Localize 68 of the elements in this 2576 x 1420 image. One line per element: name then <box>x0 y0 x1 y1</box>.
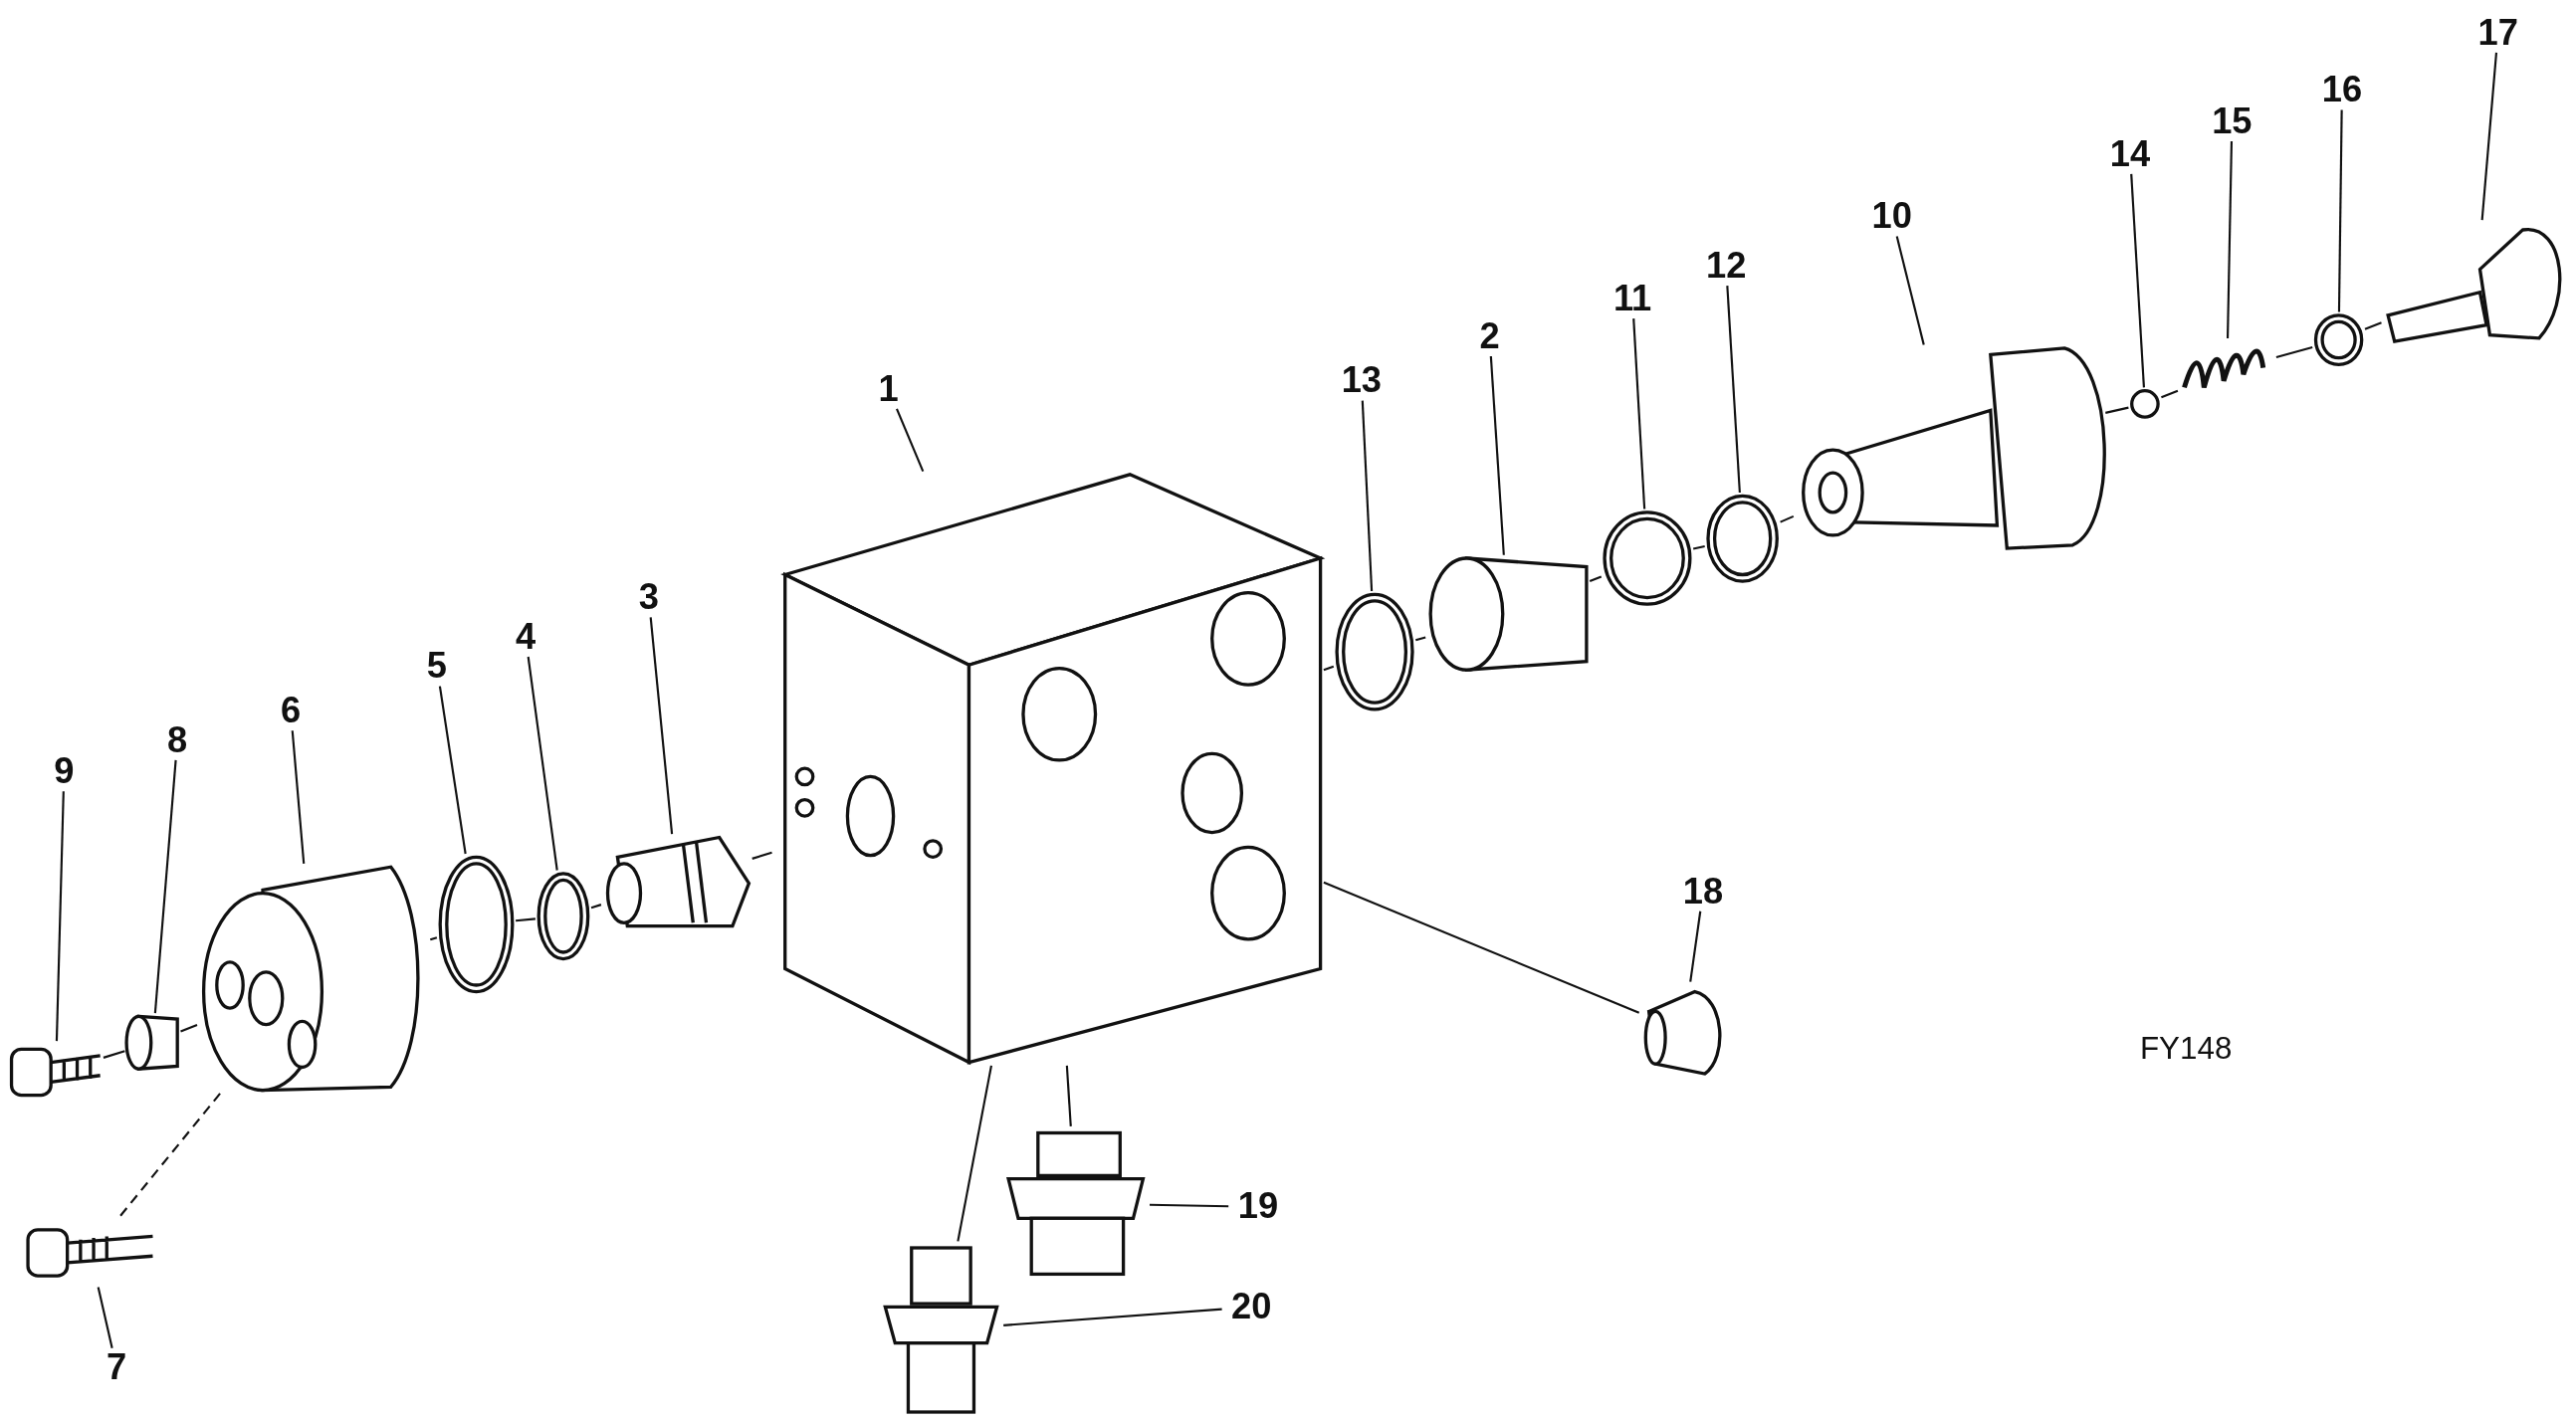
center-line <box>2364 321 2382 330</box>
center-line <box>1323 665 1335 672</box>
callout-number: 6 <box>261 691 321 731</box>
callout-number: 19 <box>1228 1186 1288 1227</box>
leader-line <box>1632 318 1646 509</box>
callout-number: 18 <box>1673 872 1733 912</box>
callout-number: 3 <box>619 577 679 618</box>
washer-drawing <box>2312 311 2365 368</box>
callout-number: 5 <box>407 647 467 687</box>
leader-line <box>895 408 925 472</box>
ball-drawing <box>2128 387 2162 421</box>
leader-line <box>291 730 306 864</box>
bushing-drawing <box>124 1013 181 1073</box>
leader-line <box>1003 1308 1222 1326</box>
leader-line <box>438 686 467 855</box>
center-line <box>103 1050 125 1059</box>
center-line <box>2275 345 2313 359</box>
callout-number: 4 <box>496 617 555 657</box>
drawing-number: FY148 <box>2139 1031 2233 1068</box>
leader-line <box>1895 236 1925 345</box>
leader-line <box>2480 52 2498 221</box>
center-line <box>1780 514 1795 523</box>
leader-line <box>97 1287 113 1348</box>
leader-line <box>1361 400 1374 592</box>
callout-number: 7 <box>87 1347 146 1388</box>
leader-line <box>2130 173 2145 388</box>
leader-line <box>1689 911 1702 982</box>
leader-line <box>1489 356 1505 555</box>
center-line <box>2161 389 2179 399</box>
callout-number: 17 <box>2468 13 2528 53</box>
center-line <box>590 904 602 910</box>
callout-number: 14 <box>2100 134 2160 174</box>
callout-number: 10 <box>1862 197 1922 237</box>
leader-line <box>1150 1203 1229 1208</box>
callout-number: 15 <box>2202 101 2262 141</box>
center-line <box>2105 406 2129 414</box>
leader-line <box>649 617 674 835</box>
center-line <box>117 1093 221 1219</box>
center-line <box>1415 636 1426 642</box>
leader-line <box>1726 286 1741 494</box>
seal-ring-drawing <box>1601 508 1694 608</box>
seal-ring-drawing <box>535 870 591 962</box>
center-line <box>1065 1065 1072 1126</box>
center-line <box>751 851 772 860</box>
callout-number: 12 <box>1696 246 1756 287</box>
center-line <box>957 1065 992 1242</box>
callout-number: 13 <box>1332 361 1392 401</box>
callout-number: 20 <box>1221 1287 1281 1327</box>
callout-number: 16 <box>2312 70 2372 110</box>
seal-ring-drawing <box>436 854 517 995</box>
callout-number: 8 <box>147 720 207 760</box>
center-line <box>429 936 438 941</box>
leader-line <box>2337 109 2343 312</box>
leader-line <box>55 791 65 1042</box>
callout-number: 11 <box>1603 279 1662 319</box>
center-line <box>180 1024 198 1033</box>
center-line <box>516 917 536 922</box>
center-line <box>1692 545 1705 550</box>
leader-line <box>2227 140 2234 338</box>
leader-line <box>153 759 177 1014</box>
center-line <box>1589 575 1603 583</box>
callout-number: 2 <box>1459 316 1520 357</box>
callout-number: 9 <box>34 751 95 792</box>
leader-line <box>527 656 558 871</box>
center-line <box>1323 881 1640 1014</box>
callout-number: 1 <box>858 369 919 409</box>
seal-ring-drawing <box>1704 493 1781 585</box>
seal-ring-drawing <box>1333 591 1416 713</box>
